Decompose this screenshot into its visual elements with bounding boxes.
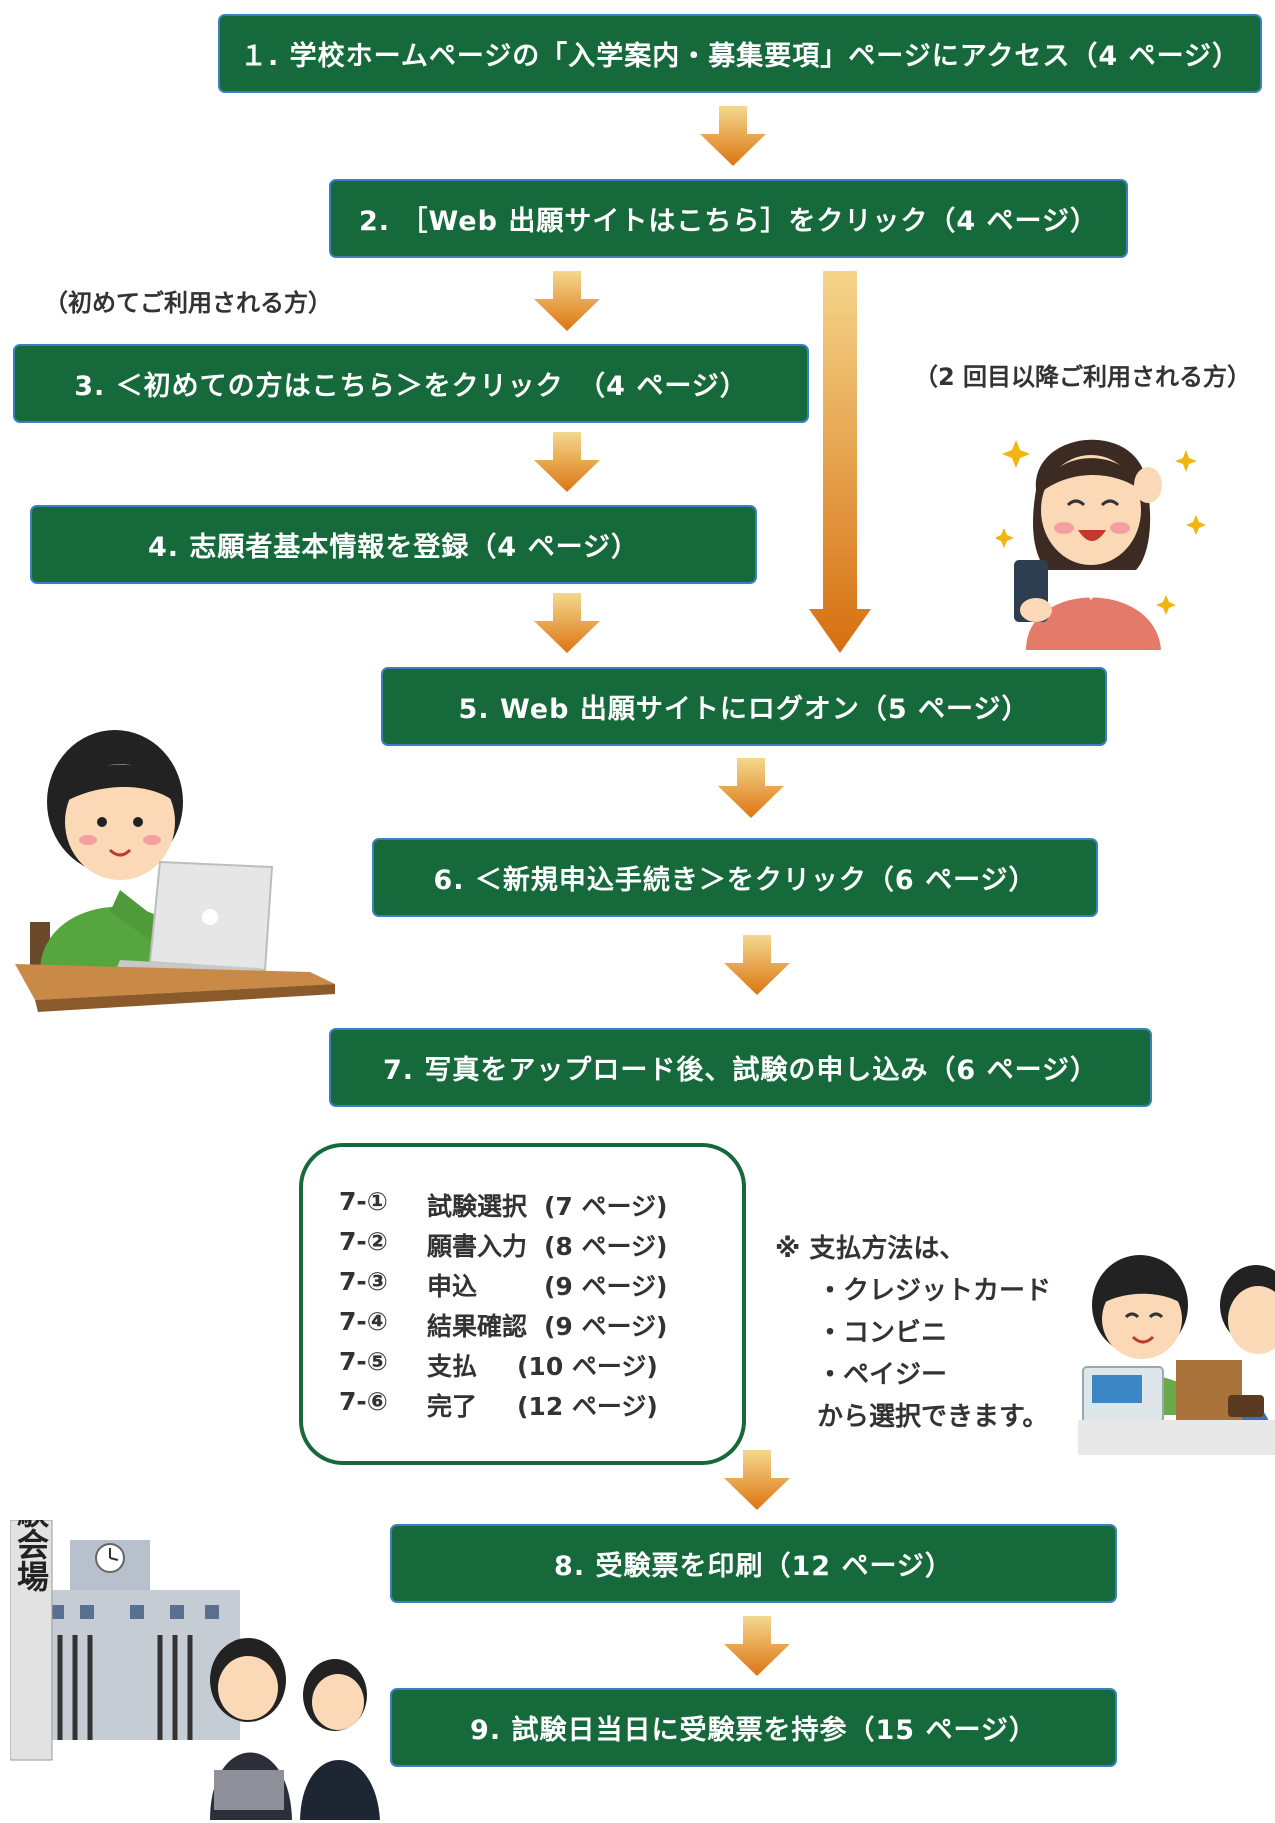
venue-sign-text: 試験会場 [12, 1520, 50, 1593]
step-5-label: 5. Web 出願サイトにログオン（5 ページ） [458, 694, 1030, 725]
down-arrow-icon [534, 271, 600, 331]
step-8-label: 8. 受験票を印刷（12 ページ） [554, 1551, 953, 1582]
girl-with-smartphone-illustration [996, 439, 1206, 650]
substep-number: 7-③ [339, 1267, 388, 1296]
substep-number: 7-⑤ [339, 1347, 388, 1376]
step-6-label: 6. ＜新規申込手続き＞をクリック（6 ページ） [433, 865, 1037, 896]
step-4-register-info: 4. 志願者基本情報を登録（4 ページ） [30, 505, 757, 584]
step-1-label: １. 学校ホームページの「入学案内・募集要項」ページにアクセス（4 ページ） [239, 41, 1241, 72]
step-7-upload-photo: 7. 写真をアップロード後、試験の申し込み（6 ページ） [329, 1028, 1152, 1107]
substep-page: (8 ページ) [544, 1232, 668, 1261]
substep-page: (9 ページ) [544, 1312, 668, 1341]
substep-page: (7 ページ) [544, 1192, 668, 1221]
substep-number: 7-① [339, 1187, 388, 1216]
substep-page: (9 ページ) [544, 1272, 668, 1301]
step-2-click-web-application: 2. ［Web 出願サイトはこちら］をクリック（4 ページ） [329, 179, 1128, 258]
step-8-print-ticket: 8. 受験票を印刷（12 ページ） [390, 1524, 1117, 1603]
substep-label: 支払 [427, 1352, 478, 1381]
payment-method-payeasy: ・ペイジー [817, 1360, 948, 1390]
step-2-label: 2. ［Web 出願サイトはこちら］をクリック（4 ページ） [359, 206, 1098, 237]
payment-heading: ※ 支払方法は、 [775, 1234, 966, 1264]
substeps-box: 7-① 試験選択 (7 ページ) 7-② 願書入力 (8 ページ) 7-③ 申込 (9 ページ)… [299, 1143, 746, 1465]
returning-users-note: （2 回目以降ご利用される方） [914, 363, 1252, 391]
step-4-label: 4. 志願者基本情報を登録（4 ページ） [147, 532, 640, 563]
substep-page: (10 ページ) [517, 1352, 658, 1381]
substep-number: 7-⑥ [339, 1387, 388, 1416]
step-9-label: 9. 試験日当日に受験票を持参（15 ページ） [470, 1715, 1037, 1746]
substep-label: 申込 [427, 1272, 478, 1301]
down-arrow-icon [724, 935, 790, 995]
step-1-access-school-page: １. 学校ホームページの「入学案内・募集要項」ページにアクセス（4 ページ） [218, 14, 1262, 93]
boy-with-laptop-illustration [15, 730, 335, 1012]
payment-footer: から選択できます。 [817, 1402, 1049, 1432]
down-arrow-icon [534, 432, 600, 492]
payment-method-credit-card: ・クレジットカード [817, 1276, 1052, 1306]
substep-label: 結果確認 [427, 1312, 528, 1341]
down-arrow-icon [718, 758, 784, 818]
step-3-click-first-time: 3. ＜初めての方はこちら＞をクリック （4 ページ） [13, 344, 809, 423]
step-7-label: 7. 写真をアップロード後、試験の申し込み（6 ページ） [382, 1055, 1099, 1086]
first-time-users-note: （初めてご利用される方） [44, 289, 332, 317]
substep-label: 試験選択 [427, 1192, 528, 1221]
substep-number: 7-④ [339, 1307, 388, 1336]
down-arrow-icon [724, 1616, 790, 1676]
down-arrow-icon [700, 106, 766, 166]
step-5-logon: 5. Web 出願サイトにログオン（5 ページ） [381, 667, 1107, 746]
cashier-payment-illustration [1078, 1255, 1275, 1455]
substep-label: 完了 [427, 1392, 478, 1421]
substep-label: 願書入力 [427, 1232, 528, 1261]
long-down-arrow-icon [809, 271, 871, 653]
down-arrow-icon [534, 593, 600, 653]
down-arrow-icon [724, 1450, 790, 1510]
payment-method-convenience-store: ・コンビニ [817, 1318, 948, 1348]
step-3-label: 3. ＜初めての方はこちら＞をクリック （4 ページ） [74, 371, 748, 402]
step-9-bring-ticket: 9. 試験日当日に受験票を持参（15 ページ） [390, 1688, 1117, 1767]
substep-page: (12 ページ) [517, 1392, 658, 1421]
step-6-new-application: 6. ＜新規申込手続き＞をクリック（6 ページ） [372, 838, 1098, 917]
exam-venue-illustration: 試験会場 [10, 1520, 380, 1820]
substep-number: 7-② [339, 1227, 388, 1256]
